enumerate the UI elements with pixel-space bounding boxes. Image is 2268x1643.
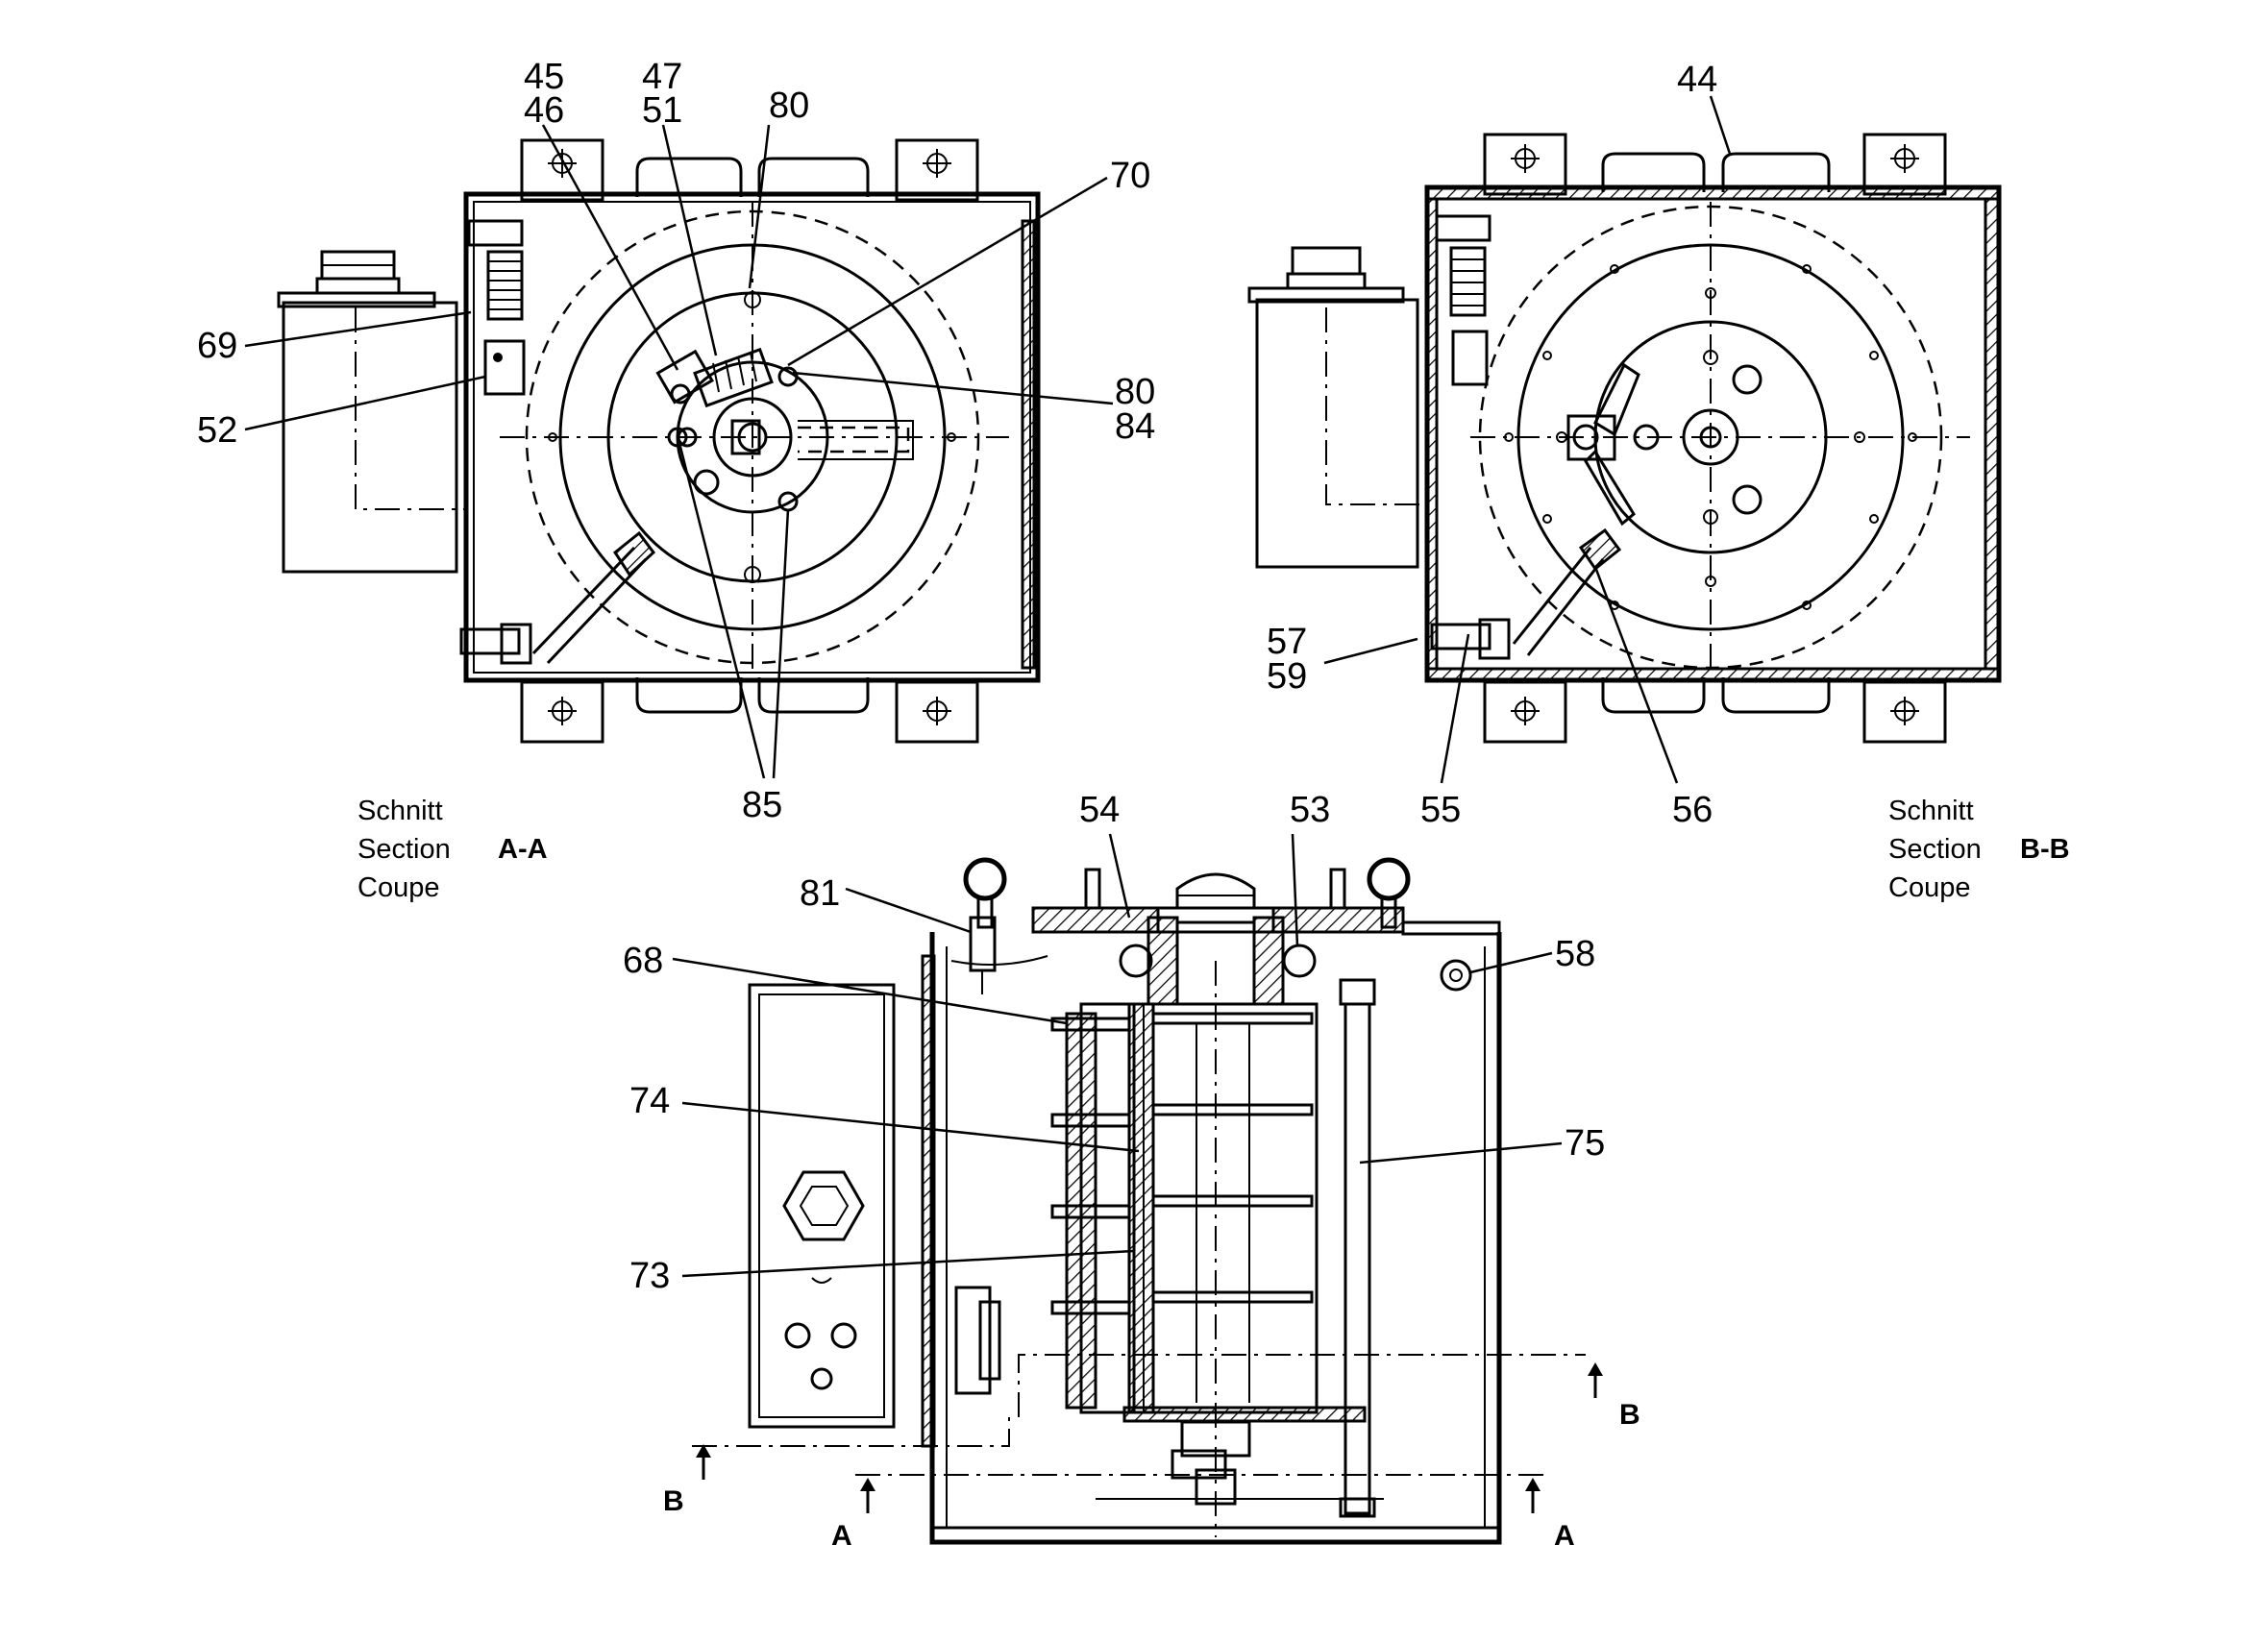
callout-68: 68	[623, 941, 663, 981]
caption-aa-section: Section	[357, 834, 451, 865]
callout-52: 52	[197, 410, 237, 451]
side-section-view	[692, 857, 1603, 1545]
callout-56: 56	[1672, 790, 1713, 830]
callout-57: 57	[1267, 622, 1307, 662]
section-view-bb	[1247, 133, 2002, 744]
callout-69: 69	[197, 326, 237, 366]
callout-80: 80	[769, 86, 809, 126]
callout-46: 46	[524, 90, 564, 131]
caption-bb: Schnitt Section Coupe B-B	[1888, 796, 2070, 903]
caption-bb-id: B-B	[2020, 834, 2070, 865]
section-markers: B B A A	[663, 1399, 1640, 1552]
callout-74: 74	[629, 1081, 670, 1121]
callout-44: 44	[1677, 60, 1717, 100]
caption-aa-id: A-A	[498, 834, 548, 865]
section-marker-a-left: A	[831, 1520, 852, 1552]
callout-58: 58	[1555, 934, 1595, 974]
callout-81: 81	[800, 873, 840, 914]
section-view-aa	[277, 138, 1041, 744]
callout-75: 75	[1565, 1123, 1605, 1164]
caption-aa-coupe: Coupe	[357, 872, 439, 903]
caption-bb-section: Section	[1888, 834, 1982, 865]
callout-53: 53	[1290, 790, 1330, 830]
callout-51: 51	[642, 90, 682, 131]
callout-59: 59	[1267, 656, 1307, 697]
caption-aa: Schnitt Section Coupe A-A	[357, 796, 548, 903]
caption-aa-schnitt: Schnitt	[357, 796, 443, 826]
callout-labels: 45 46 47 51 80 70 69 52 80 84 85 44 57 5…	[197, 57, 1717, 1296]
callout-73: 73	[629, 1256, 670, 1296]
section-marker-b-right: B	[1619, 1399, 1640, 1431]
callout-55: 55	[1420, 790, 1461, 830]
caption-bb-schnitt: Schnitt	[1888, 796, 1974, 826]
callout-47: 47	[642, 57, 682, 97]
leader-lines	[244, 95, 1732, 1278]
section-marker-a-right: A	[1554, 1520, 1575, 1552]
callout-80-b: 80	[1115, 372, 1155, 412]
callout-54: 54	[1079, 790, 1120, 830]
callout-45: 45	[524, 57, 564, 97]
callout-84: 84	[1115, 406, 1155, 447]
callout-85: 85	[742, 785, 782, 825]
caption-bb-coupe: Coupe	[1888, 872, 1970, 903]
section-marker-b-left: B	[663, 1485, 684, 1517]
callout-70: 70	[1110, 156, 1150, 196]
